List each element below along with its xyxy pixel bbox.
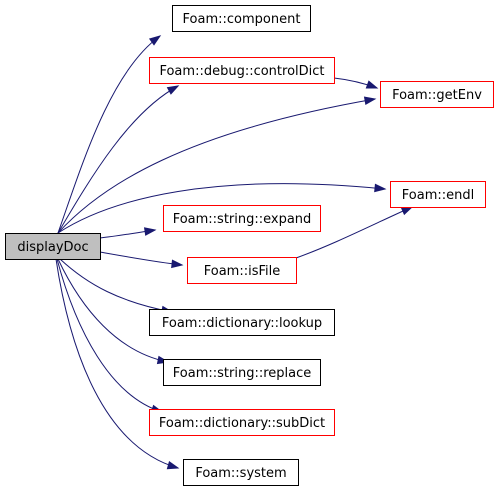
node-box	[163, 359, 321, 386]
edge-line	[55, 258, 179, 469]
edge-line	[57, 183, 386, 234]
node-box	[172, 5, 311, 32]
node-controlDict[interactable]: Foam::debug::controlDict	[149, 57, 335, 84]
edge-line	[56, 258, 163, 413]
arrowhead-icon	[143, 227, 157, 236]
edge-line	[295, 206, 413, 259]
node-component[interactable]: Foam::component	[172, 5, 311, 32]
edge-line	[57, 85, 179, 234]
arrowhead-icon	[400, 206, 414, 216]
node-label: Foam::endl	[402, 188, 474, 203]
node-label: displayDoc	[17, 240, 88, 255]
node-label: Foam::dictionary::subDict	[159, 416, 325, 431]
edges-layer	[55, 35, 414, 470]
arrowhead-icon	[148, 35, 162, 46]
edge-displayDoc-to-controlDict	[57, 85, 180, 234]
node-displayDoc: displayDoc	[5, 233, 101, 260]
arrowhead-icon	[171, 259, 184, 269]
arrowhead-icon	[365, 80, 379, 89]
edge-displayDoc-to-lookup	[59, 258, 174, 315]
nodes-layer: displayDoc Foam::componentFoam::debug::co…	[5, 5, 494, 486]
node-system[interactable]: Foam::system	[183, 459, 299, 486]
node-label: Foam::string::replace	[173, 366, 311, 381]
node-endl[interactable]: Foam::endl	[390, 181, 486, 208]
edge-line	[57, 98, 376, 234]
node-subDict[interactable]: Foam::dictionary::subDict	[149, 409, 335, 436]
node-box	[149, 309, 335, 336]
arrowhead-icon	[166, 460, 180, 470]
edge-controlDict-to-getEnv	[333, 77, 379, 89]
edge-line	[99, 251, 183, 266]
edge-displayDoc-to-expand	[99, 227, 157, 239]
arrowhead-icon	[363, 96, 377, 106]
node-box	[390, 181, 486, 208]
node-label: Foam::string::expand	[173, 212, 312, 227]
node-label: Foam::dictionary::lookup	[162, 316, 322, 331]
edge-displayDoc-to-system	[55, 258, 180, 470]
node-label: Foam::debug::controlDict	[159, 64, 324, 79]
node-label: Foam::component	[183, 12, 301, 27]
edge-line	[57, 258, 169, 363]
edge-line	[57, 35, 161, 234]
node-label: Foam::getEnv	[392, 88, 482, 103]
node-box	[5, 233, 101, 260]
node-box	[183, 459, 299, 486]
arrowhead-icon	[374, 183, 387, 193]
edge-line	[59, 258, 173, 313]
edge-displayDoc-to-isFile	[99, 251, 184, 269]
edge-displayDoc-to-getEnv	[57, 96, 377, 234]
node-label: Foam::isFile	[204, 264, 281, 279]
edge-displayDoc-to-component	[57, 35, 162, 234]
edge-displayDoc-to-endl	[57, 183, 387, 234]
node-isFile[interactable]: Foam::isFile	[187, 257, 297, 284]
node-label: Foam::system	[195, 466, 286, 481]
arrowhead-icon	[166, 85, 180, 95]
node-box	[163, 205, 321, 232]
node-box	[380, 81, 494, 108]
node-getEnv[interactable]: Foam::getEnv	[380, 81, 494, 108]
node-box	[187, 257, 297, 284]
node-lookup[interactable]: Foam::dictionary::lookup	[149, 309, 335, 336]
node-replace[interactable]: Foam::string::replace	[163, 359, 321, 386]
node-box	[149, 57, 335, 84]
node-expand[interactable]: Foam::string::expand	[163, 205, 321, 232]
node-box	[149, 409, 335, 436]
